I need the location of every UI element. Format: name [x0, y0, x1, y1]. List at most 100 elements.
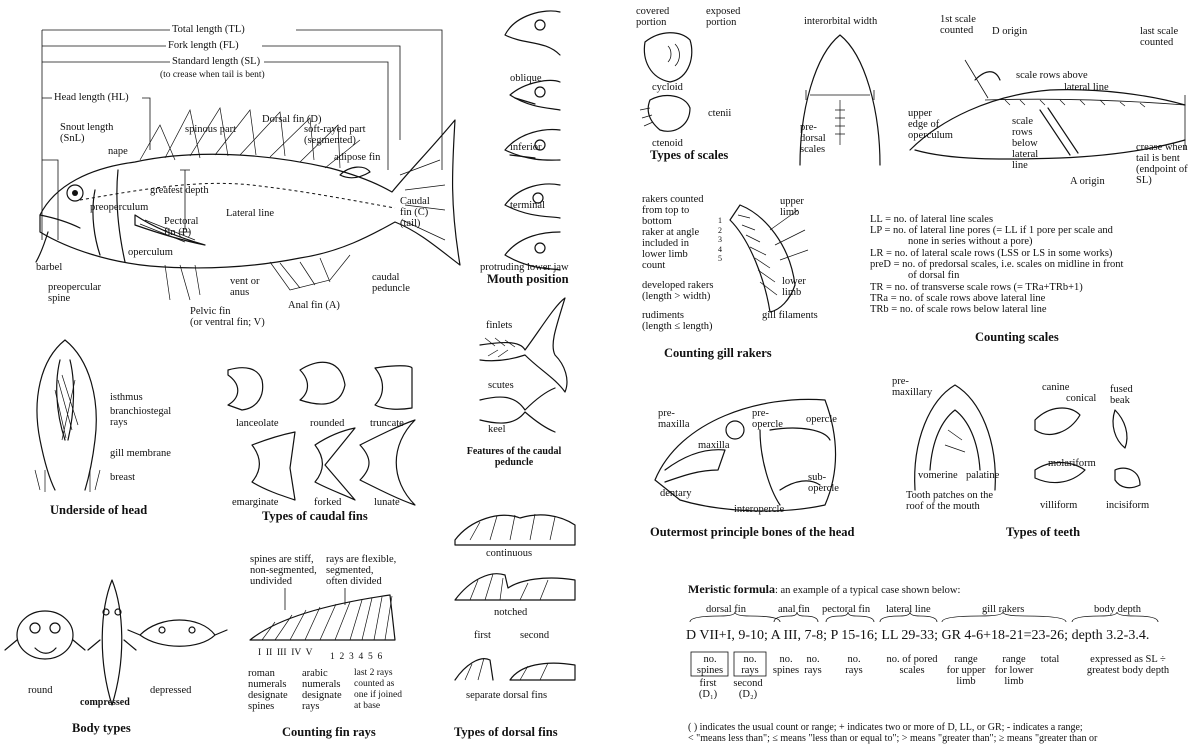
- developed-rakers-label: developed rakers (length > width): [642, 280, 713, 302]
- caudal-rounded-label: rounded: [310, 418, 344, 429]
- upper-edge-label: upper edge of operculum: [908, 108, 953, 141]
- definition-0: LL = no. of lateral line scales: [870, 214, 993, 225]
- rudiments-label: rudiments (length ≤ length): [642, 310, 713, 332]
- caudal-peduncle-label: caudal peduncle: [372, 272, 410, 294]
- head-bones-title: Outermost principle bones of the head: [650, 527, 855, 538]
- roman-numerals: I II III IV V: [258, 648, 313, 659]
- caudal-fin-label: Caudal fin (C) (tail): [400, 196, 430, 229]
- expressed-label: expressed as SL ÷ greatest body depth: [1087, 654, 1169, 676]
- mouth-oblique-label: oblique: [510, 73, 542, 84]
- dentary-label: dentary: [660, 488, 692, 499]
- total-label: total: [1041, 654, 1060, 665]
- dorsal-continuous-label: continuous: [486, 548, 532, 559]
- mouth-position-sketches: [505, 11, 560, 270]
- definition-5: of dorsal fin: [908, 270, 959, 281]
- col-dorsal-label: dorsal fin: [706, 604, 746, 615]
- fused-beak-label: fused beak: [1110, 384, 1133, 406]
- incisiform-label: incisiform: [1106, 500, 1149, 511]
- rakers-note: rakers counted from top to bottom raker …: [642, 194, 704, 271]
- molariform-label: molariform: [1048, 458, 1096, 469]
- definition-2: none in series without a pore): [908, 236, 1033, 247]
- nape-label: nape: [108, 146, 128, 157]
- branchiostegal-label: branchiostegal rays: [110, 406, 171, 428]
- premaxillary-label: pre- maxillary: [892, 376, 932, 398]
- standard-length-label: Standard length (SL): [172, 56, 260, 67]
- lower-limb-label: lower limb: [782, 276, 806, 298]
- caudal-lanceolate-label: lanceolate: [236, 418, 279, 429]
- dorsal-first-label: first: [474, 630, 491, 641]
- villiform-label: villiform: [1040, 500, 1077, 511]
- teeth-title: Types of teeth: [1006, 527, 1080, 538]
- spines-note: spines are stiff, non-segmented, undivid…: [250, 554, 317, 587]
- dorsal-fin-types-sketches: [455, 514, 575, 680]
- meristic-heading-line: Meristic formula: an example of a typica…: [688, 584, 960, 596]
- dorsal-no-spines: no. spines: [697, 654, 723, 676]
- roman-note: roman numerals designate spines: [248, 668, 288, 712]
- fork-length-label: Fork length (FL): [168, 40, 239, 51]
- greatest-depth-label: greatest depth: [150, 185, 209, 196]
- exposed-portion-label: exposed portion: [706, 6, 740, 28]
- raker-numbers: 1 2 3 4 5: [718, 216, 722, 264]
- breast-label: breast: [110, 472, 135, 483]
- body-round-label: round: [28, 685, 53, 696]
- rays-note: rays are flexible, segmented, often divi…: [326, 554, 396, 587]
- anal-no-rays: no. rays: [804, 654, 822, 676]
- col-pectoral-label: pectoral fin: [822, 604, 870, 615]
- subopercle-label: sub- opercle: [808, 472, 839, 494]
- interopercle-label: interopercle: [734, 504, 784, 515]
- caudal-types-title: Types of caudal fins: [262, 511, 368, 522]
- caudal-lunate-label: lunate: [374, 497, 400, 508]
- adipose-fin-label: adipose fin: [334, 152, 380, 163]
- mouth-inferior-label: inferior: [510, 142, 542, 153]
- underside-head-title: Underside of head: [50, 505, 147, 516]
- gill-rakers-title: Counting gill rakers: [664, 348, 772, 359]
- meristic-formula: D VII+I, 9-10; A III, 7-8; P 15-16; LL 2…: [686, 628, 1149, 644]
- mouth-terminal-label: terminal: [510, 200, 545, 211]
- meristic-note-1: ( ) indicates the usual count or range; …: [688, 722, 1083, 733]
- preopercle-label: pre- opercle: [752, 408, 783, 430]
- soft-rayed-label: soft-rayed part (segmented): [304, 124, 366, 146]
- definition-3: LR = no. of lateral scale rows (LSS or L…: [870, 248, 1112, 259]
- vomerine-label: vomerine: [918, 470, 958, 481]
- tooth-patches-label: Tooth patches on the roof of the mouth: [906, 490, 993, 512]
- scale-lateral-line-label: lateral line: [1064, 82, 1109, 93]
- arabic-note: arabic numerals designate rays: [302, 668, 342, 712]
- last-rays-note: last 2 rays counted as one if joined at …: [354, 668, 402, 712]
- palatine-label: palatine: [966, 470, 999, 481]
- col-depth-label: body depth: [1094, 604, 1141, 615]
- covered-portion-label: covered portion: [636, 6, 669, 28]
- col-lateral-label: lateral line: [886, 604, 931, 615]
- caudal-forked-label: forked: [314, 497, 341, 508]
- barbel-label: barbel: [36, 262, 62, 273]
- spinous-part-label: spinous part: [185, 124, 236, 135]
- col-gill-label: gill rakers: [982, 604, 1024, 615]
- arabic-numerals: 1 2 3 4 5 6: [330, 652, 382, 663]
- caudal-emarginate-label: emarginate: [232, 497, 278, 508]
- anal-no-spines: no. spines: [773, 654, 799, 676]
- fin-rays-sketch: [250, 588, 395, 640]
- vent-label: vent or anus: [230, 276, 259, 298]
- caudal-fin-types-sketches: [228, 362, 415, 505]
- head-length-label: Head length (HL): [54, 92, 129, 103]
- crease-label: crease when tail is bent (endpoint of SL…: [1136, 142, 1188, 186]
- pored-scales-label: no. of pored scales: [886, 654, 937, 676]
- meristic-note-2: < "means less than"; ≤ means "less than …: [688, 733, 1097, 744]
- scutes-label: scutes: [488, 380, 514, 391]
- definition-4: preD = no. of predorsal scales, i.e. sca…: [870, 259, 1123, 270]
- gill-membrane-label: gill membrane: [110, 448, 171, 459]
- dorsal-separate-label: separate dorsal fins: [466, 690, 547, 701]
- predorsal-label: pre- dorsal scales: [800, 122, 826, 155]
- isthmus-label: isthmus: [110, 392, 143, 403]
- underside-head-sketch: [35, 340, 100, 492]
- standard-length-note: (to crease when tail is bent): [160, 70, 265, 81]
- last-scale-label: last scale counted: [1140, 26, 1178, 48]
- canine-label: canine: [1042, 382, 1069, 393]
- keel-label: keel: [488, 424, 506, 435]
- pectoral-no-rays: no. rays: [845, 654, 863, 676]
- caudal-peduncle-sketch: [480, 298, 567, 432]
- snout-length-label: Snout length (SnL): [60, 122, 113, 144]
- meristic-heading: Meristic formula: [688, 582, 775, 596]
- peduncle-title: Features of the caudal peduncle: [467, 446, 562, 468]
- body-depressed-label: depressed: [150, 685, 191, 696]
- pectoral-fin-label: Pectoral fin (P): [164, 216, 198, 238]
